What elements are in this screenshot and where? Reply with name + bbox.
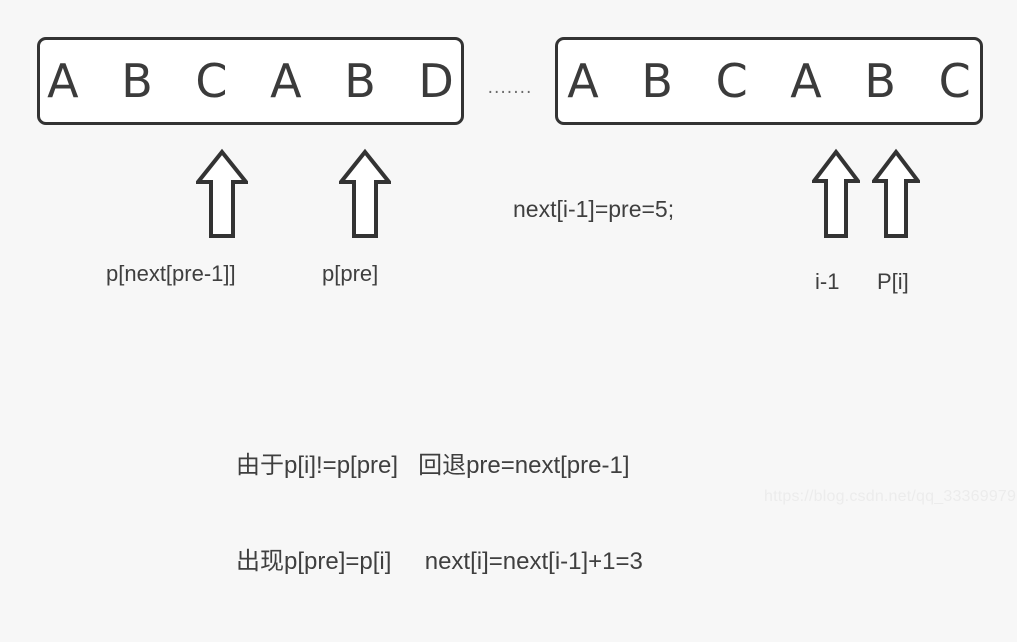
arrow-label-p-next-pre: p[next[pre-1]] [106,261,236,286]
arrow-label-i-minus-1: i-1 [815,269,840,294]
up-arrow-icon-i-minus-1 [812,148,860,240]
arrow-label-p-i: P[i] [877,269,909,294]
up-arrow-icon-p-pre [339,148,391,240]
up-arrow-icon-p-next-pre [196,148,248,240]
explanation-line-1: 由于p[i]!=p[pre] 回退pre=next[pre-1] [236,452,630,479]
diagram-canvas: A B C A B D ....... A B C A B C p[next[p… [37,37,1017,575]
sequence-box-right: A B C A B C [555,37,983,125]
watermark-text: https://blog.csdn.net/qq_33369979 [764,488,1017,505]
annotation-next-i-minus-1: next[i-1]=pre=5; [513,196,675,222]
explanation-line-2: 出现p[pre]=p[i] next[i]=next[i-1]+1=3 [236,548,643,575]
up-arrow-icon-p-i [872,148,920,240]
sequence-letters-left: A B C A B D [47,54,468,108]
explanation-block: 由于p[i]!=p[pre] 回退pre=next[pre-1] 出现p[pre… [236,386,643,642]
sequence-letters-right: A B C A B C [567,54,985,108]
sequence-box-left: A B C A B D [37,37,464,125]
arrow-label-p-pre: p[pre] [322,261,379,286]
ellipsis-separator: ....... [487,78,533,98]
